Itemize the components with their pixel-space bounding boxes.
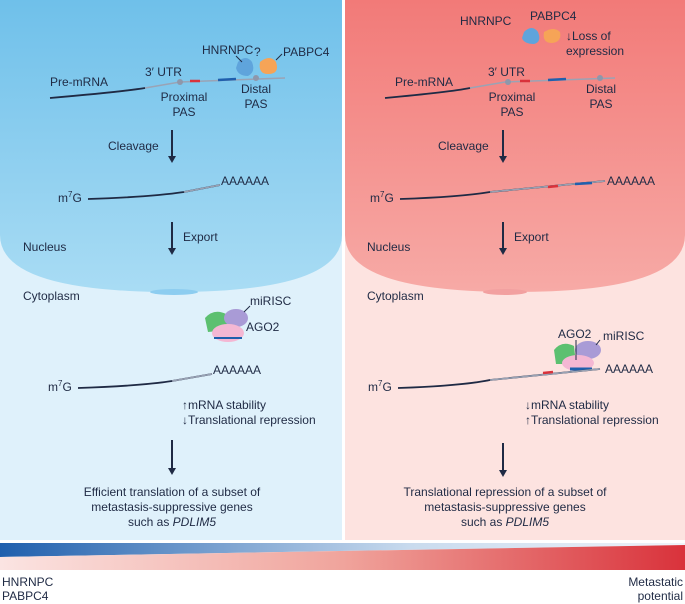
effect-translation: ↓Translational repression xyxy=(182,413,316,427)
polya-label: AAAAAA xyxy=(607,174,655,188)
m7g-label-cyto: m7G xyxy=(368,379,392,394)
question-mark: ? xyxy=(254,45,261,59)
pabpc4-label: PABPC4 xyxy=(530,9,577,23)
hnrnpc-label: HNRNPC xyxy=(202,43,254,57)
right-nucleus xyxy=(345,0,685,292)
outcome-line1: Efficient translation of a subset of xyxy=(84,485,261,499)
pabpc4-protein xyxy=(259,58,277,74)
proximal-pas-dot xyxy=(177,79,183,85)
scale-left-label-1: HNRNPC xyxy=(2,575,54,589)
pabpc4-protein xyxy=(543,29,561,43)
m7g-label: m7G xyxy=(370,190,394,205)
cytoplasm-label: Cytoplasm xyxy=(367,289,424,303)
premrna-label: Pre-mRNA xyxy=(395,75,453,89)
hnrnpc-protein xyxy=(236,58,254,76)
polya-label: AAAAAA xyxy=(221,174,269,188)
pabpc4-label: PABPC4 xyxy=(283,45,330,59)
effect-stability: ↑mRNA stability xyxy=(182,398,266,412)
export-label: Export xyxy=(514,230,549,244)
cytoplasm-label: Cytoplasm xyxy=(23,289,80,303)
proximal-label: Proximal xyxy=(161,90,208,104)
hnrnpc-protein xyxy=(522,28,540,44)
distal-pas-dot xyxy=(253,75,259,81)
effect-stability: ↓mRNA stability xyxy=(525,398,609,412)
distal-label: Distal xyxy=(586,82,616,96)
proximal-pas-label: PAS xyxy=(172,105,195,119)
scale-right-label-1: Metastatic xyxy=(628,575,683,589)
scale-right-label-2: potential xyxy=(638,589,683,603)
polya-label-cyto: AAAAAA xyxy=(213,363,261,377)
proximal-label: Proximal xyxy=(489,90,536,104)
m7g-label-cyto: m7G xyxy=(48,379,72,394)
mirisc-label: miRISC xyxy=(603,329,645,343)
outcome-line1: Translational repression of a subset of xyxy=(404,485,608,499)
outcome-line3: such as PDLIM5 xyxy=(461,515,549,529)
premrna-label: Pre-mRNA xyxy=(50,75,108,89)
hnrnpc-pabpc4-level-wedge xyxy=(0,543,685,557)
m7g-label: m7G xyxy=(58,190,82,205)
nuclear-pore xyxy=(150,289,198,295)
outcome-line3: such as PDLIM5 xyxy=(128,515,216,529)
utr-label: 3′ UTR xyxy=(488,65,525,79)
scale-left-label-2: PABPC4 xyxy=(2,589,49,603)
proximal-pas-label: PAS xyxy=(500,105,523,119)
metastatic-potential-wedge xyxy=(0,545,685,570)
distal-label: Distal xyxy=(241,82,271,96)
outcome-line2: metastasis-suppressive genes xyxy=(91,500,252,514)
mirisc-complex-bound xyxy=(554,341,601,371)
loss-label-2: expression xyxy=(566,44,624,58)
ago2-label: AGO2 xyxy=(246,320,280,334)
distal-pas-label: PAS xyxy=(589,97,612,111)
loss-label: ↓Loss of xyxy=(566,29,611,43)
right-panel: HNRNPC PABPC4 ↓Loss of expression 3′ UTR… xyxy=(345,0,685,540)
ago2-label: AGO2 xyxy=(558,327,592,341)
mirisc-label: miRISC xyxy=(250,294,292,308)
effect-translation: ↑Translational repression xyxy=(525,413,659,427)
nucleus-label: Nucleus xyxy=(23,240,66,254)
mirisc-complex xyxy=(205,309,248,342)
polya-label-cyto: AAAAAA xyxy=(605,362,653,376)
cleavage-label: Cleavage xyxy=(438,139,489,153)
hnrnpc-label: HNRNPC xyxy=(460,14,512,28)
utr-label: 3′ UTR xyxy=(145,65,182,79)
export-label: Export xyxy=(183,230,218,244)
distal-pas-label: PAS xyxy=(244,97,267,111)
left-panel: HNRNPC ? PABPC4 3′ UTR Pre-mRNA Proximal… xyxy=(0,0,342,540)
nucleus-label: Nucleus xyxy=(367,240,410,254)
cleavage-label: Cleavage xyxy=(108,139,159,153)
outcome-line2: metastasis-suppressive genes xyxy=(424,500,585,514)
